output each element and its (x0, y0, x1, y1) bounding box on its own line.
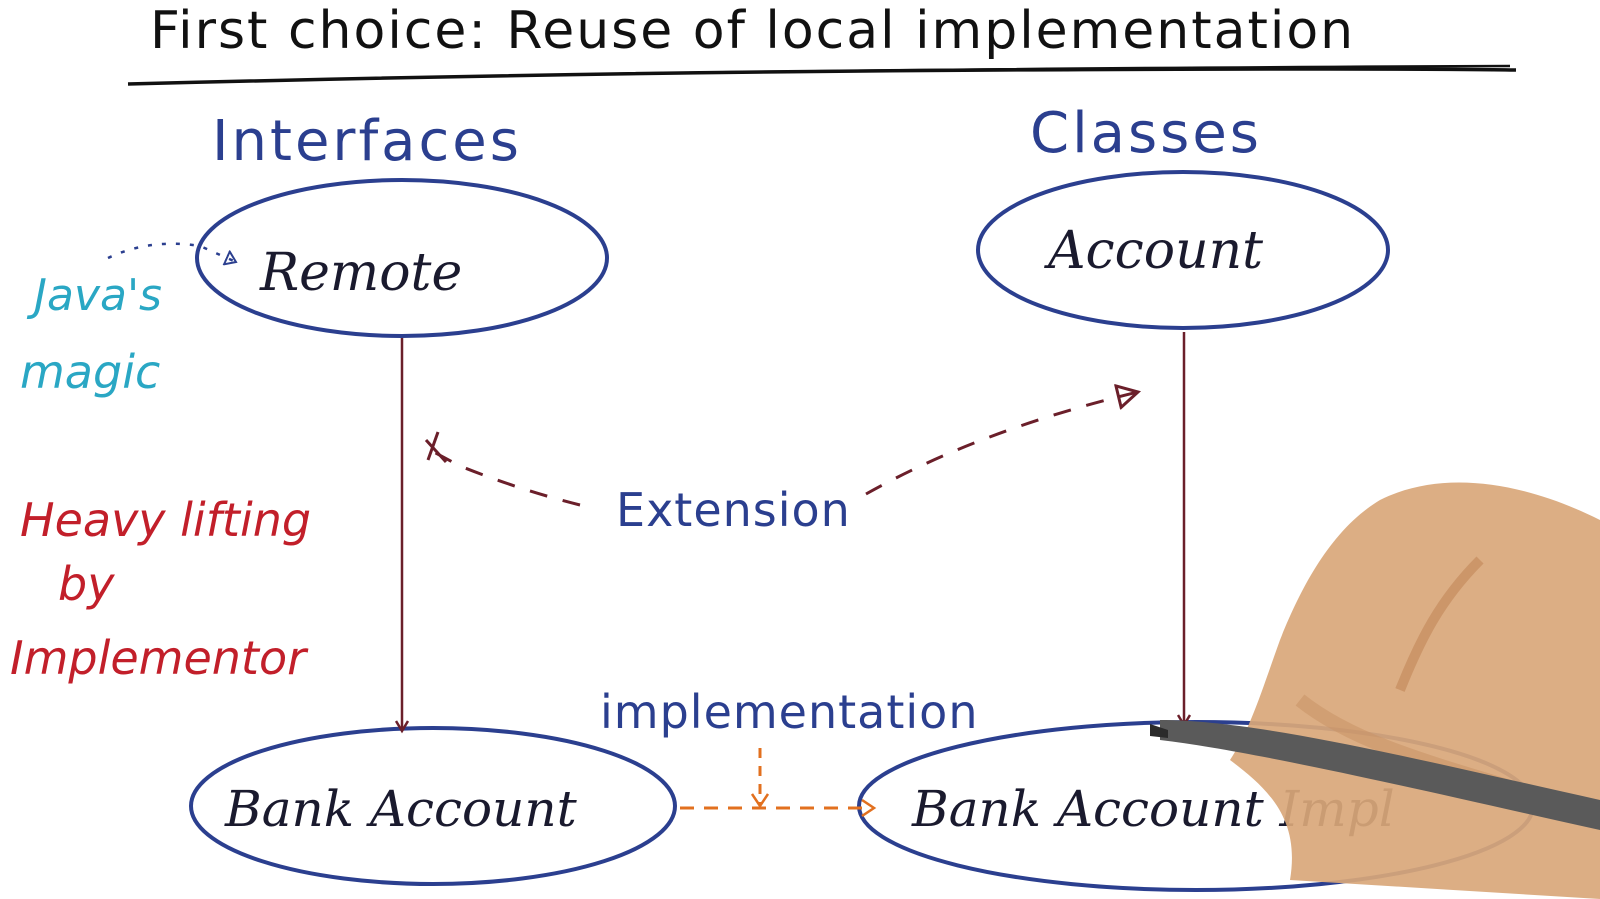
heavy-lifting-note: Heavy lifting (20, 493, 311, 547)
node-bank-account-ellipse (189, 726, 677, 886)
node-bank-account-label: Bank Account (224, 780, 578, 838)
node-remote-label: Remote (259, 243, 462, 303)
node-account: Account (976, 170, 1390, 330)
edge-extension-left (429, 448, 581, 507)
edge-extension-right (865, 392, 1138, 496)
magic-note: magic (20, 345, 160, 399)
marker-pen-image (1150, 720, 1600, 830)
classes-header: Classes (1030, 101, 1262, 166)
node-account-ellipse (976, 170, 1390, 330)
javas-magic-pointer (107, 242, 236, 262)
javas-note: Java's (26, 270, 162, 321)
interfaces-header: Interfaces (212, 109, 522, 174)
title-underline-second (599, 64, 1511, 76)
extension-label: Extension (616, 483, 851, 537)
node-remote: Remote (195, 178, 609, 338)
page-title: First choice: Reuse of local implementat… (150, 1, 1355, 61)
by-note: by (58, 557, 115, 611)
node-account-label: Account (1044, 221, 1263, 281)
node-remote-ellipse (195, 178, 609, 338)
extension-left-arrowhead (424, 431, 448, 464)
implementation-label: implementation (600, 685, 978, 739)
implementor-note: Implementor (10, 631, 309, 685)
node-bank-account: Bank Account (189, 726, 677, 886)
